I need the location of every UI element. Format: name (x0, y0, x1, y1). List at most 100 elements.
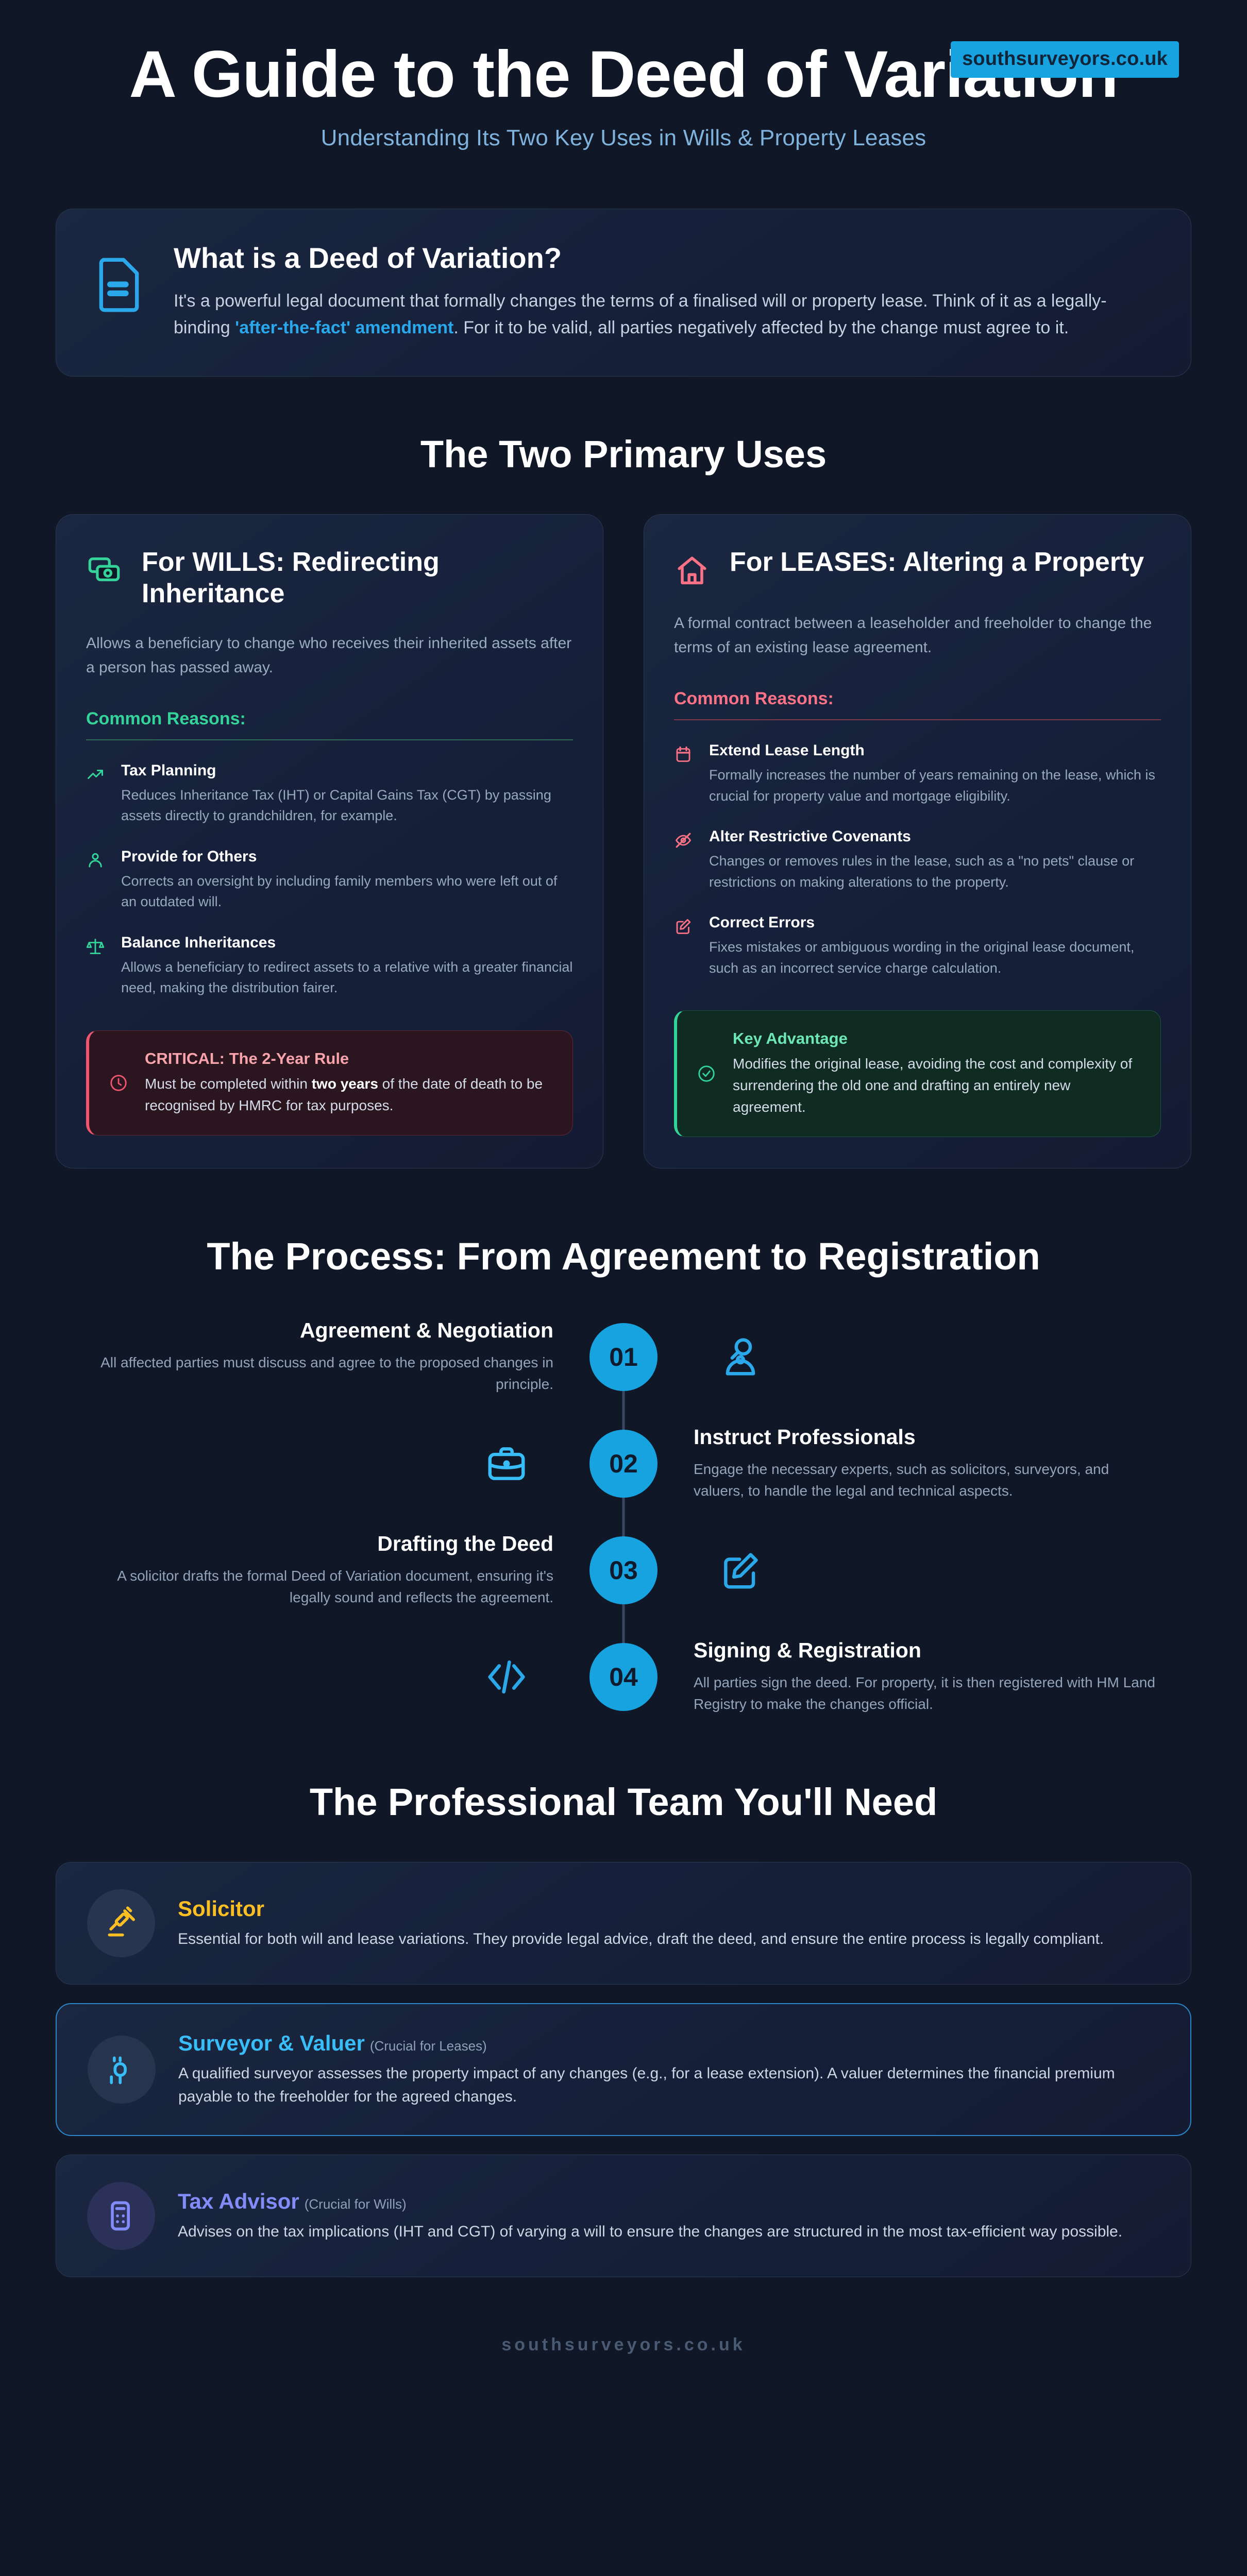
reason-desc: Corrects an oversight by including famil… (121, 873, 558, 910)
scales-icon (86, 934, 107, 998)
two-uses-heading: The Two Primary Uses (420, 433, 827, 476)
leases-reason-2: Alter Restrictive Covenants Changes or r… (674, 828, 1161, 892)
intro-text-2: . For it to be valid, all parties negati… (453, 317, 1069, 337)
wills-reasons-label: Common Reasons: (86, 709, 573, 740)
header: southsurveyors.co.uk A Guide to the Deed… (56, 0, 1191, 151)
home-icon (674, 547, 712, 589)
alert-desc: Modifies the original lease, avoiding th… (733, 1056, 1133, 1115)
reason-title: Provide for Others (121, 848, 257, 865)
process-heading: The Process: From Agreement to Registrat… (207, 1235, 1040, 1278)
leases-title: For LEASES: Altering a Property (730, 547, 1144, 578)
step-text: Drafting the Deed A solicitor drafts the… (56, 1532, 589, 1608)
timeline-connector (622, 1339, 625, 1695)
edit-square-icon (674, 914, 695, 978)
team-card-solicitor: Solicitor Essential for both will and le… (56, 1862, 1191, 1985)
wills-reason-2: Provide for Others Corrects an oversight… (86, 848, 573, 912)
wills-critical-alert: CRITICAL: The 2-Year Rule Must be comple… (86, 1030, 573, 1136)
reason-desc: Changes or removes rules in the lease, s… (709, 853, 1135, 890)
alert-text-1: Must be completed within (145, 1075, 312, 1092)
step-desc: A solicitor drafts the formal Deed of Va… (117, 1568, 553, 1606)
trending-up-icon (86, 762, 107, 826)
team-list: Solicitor Essential for both will and le… (56, 1862, 1191, 2278)
reason-title: Alter Restrictive Covenants (709, 828, 911, 845)
intro-card: What is a Deed of Variation? It's a powe… (56, 209, 1191, 377)
step-desc: All parties sign the deed. For property,… (694, 1674, 1155, 1713)
team-title: Surveyor & Valuer(Crucial for Leases) (178, 2031, 1159, 2056)
reason-desc: Fixes mistakes or ambiguous wording in t… (709, 939, 1135, 976)
timeline-step-3: Drafting the Deed A solicitor drafts the… (56, 1532, 1191, 1608)
footer-text: southsurveyors.co.uk (501, 2335, 746, 2355)
step-number-badge: 01 (589, 1323, 658, 1391)
team-title: Solicitor (178, 1896, 1160, 1921)
reason-title: Balance Inheritances (121, 934, 276, 951)
step-text: Instruct Professionals Engage the necess… (658, 1425, 1191, 1502)
intro-heading: What is a Deed of Variation? (174, 242, 562, 275)
leases-header: For LEASES: Altering a Property (674, 547, 1161, 589)
team-heading: The Professional Team You'll Need (309, 1781, 938, 1824)
edit-square-icon (658, 1548, 1191, 1592)
banknotes-icon (86, 547, 124, 589)
team-note: (Crucial for Leases) (369, 2038, 487, 2054)
team-card-tax-advisor: Tax Advisor (Crucial for Wills) Advises o… (56, 2155, 1191, 2278)
leases-lede: A formal contract between a leaseholder … (674, 615, 1152, 656)
step-title: Drafting the Deed (377, 1532, 553, 1556)
leases-advantage-alert: Key Advantage Modifies the original leas… (674, 1010, 1161, 1138)
reason-desc: Allows a beneficiary to redirect assets … (121, 959, 573, 996)
team-desc: Essential for both will and lease variat… (178, 1930, 1104, 1947)
reason-title: Correct Errors (709, 914, 815, 931)
team-desc: Advises on the tax implications (IHT and… (178, 2223, 1123, 2240)
page-subtitle: Understanding Its Two Key Uses in Wills … (321, 125, 926, 151)
team-title-text: Solicitor (178, 1896, 265, 1921)
wills-reason-3: Balance Inheritances Allows a beneficiar… (86, 934, 573, 998)
alert-desc: Must be completed within two years of th… (145, 1073, 553, 1116)
briefcase-icon (56, 1442, 589, 1486)
calculator-icon (87, 2182, 155, 2250)
intro-text-1: It's a powerful legal document that form… (174, 291, 1107, 337)
team-card-surveyor: Surveyor & Valuer(Crucial for Leases) A … (56, 2003, 1191, 2137)
wills-title: For WILLS: Redirecting Inheritance (142, 547, 440, 608)
step-desc: Engage the necessary experts, such as so… (694, 1461, 1109, 1499)
user-group-icon (86, 848, 107, 912)
team-desc: A qualified surveyor assesses the proper… (178, 2065, 1115, 2106)
code-brackets-icon (56, 1655, 589, 1699)
wills-reason-1: Tax Planning Reduces Inheritance Tax (IH… (86, 762, 573, 826)
two-uses-grid: For WILLS: Redirecting Inheritance Allow… (56, 514, 1191, 1169)
calendar-icon (674, 742, 695, 806)
step-title: Instruct Professionals (694, 1425, 916, 1449)
step-desc: All affected parties must discuss and ag… (100, 1354, 553, 1393)
step-title: Signing & Registration (694, 1638, 921, 1663)
wills-header: For WILLS: Redirecting Inheritance (86, 547, 573, 609)
step-number-badge: 03 (589, 1536, 658, 1604)
gavel-icon (87, 1889, 155, 1958)
user-search-icon (658, 1335, 1191, 1379)
wills-card: For WILLS: Redirecting Inheritance Allow… (56, 514, 603, 1169)
watermark-badge: southsurveyors.co.uk (951, 41, 1179, 78)
reason-desc: Formally increases the number of years r… (709, 767, 1155, 804)
step-number-badge: 04 (589, 1642, 658, 1711)
alert-title: CRITICAL: The 2-Year Rule (145, 1049, 349, 1067)
team-title: Tax Advisor (Crucial for Wills) (178, 2189, 1160, 2214)
surveyor-tripod-icon (88, 2036, 156, 2104)
timeline-step-4: 04 Signing & Registration All parties si… (56, 1638, 1191, 1715)
check-circle-icon (697, 1064, 717, 1083)
clock-icon (109, 1073, 129, 1093)
team-note: (Crucial for Wills) (304, 2196, 407, 2212)
leases-reason-3: Correct Errors Fixes mistakes or ambiguo… (674, 914, 1161, 978)
team-title-text: Tax Advisor (178, 2189, 299, 2213)
intro-highlight: 'after-the-fact' amendment (235, 317, 454, 337)
reason-title: Extend Lease Length (709, 742, 865, 759)
reason-title: Tax Planning (121, 761, 216, 779)
reason-desc: Reduces Inheritance Tax (IHT) or Capital… (121, 787, 551, 824)
alert-text-2: of the date of death to be recognised by… (145, 1075, 543, 1113)
leases-card: For LEASES: Altering a Property A formal… (644, 514, 1191, 1169)
step-number-badge: 02 (589, 1429, 658, 1498)
wills-lede: Allows a beneficiary to change who recei… (86, 635, 572, 676)
leases-reasons-label: Common Reasons: (674, 689, 1161, 721)
timeline-step-1: Agreement & Negotiation All affected par… (56, 1318, 1191, 1395)
intro-paragraph: It's a powerful legal document that form… (174, 288, 1155, 341)
step-title: Agreement & Negotiation (299, 1318, 553, 1343)
step-text: Signing & Registration All parties sign … (658, 1638, 1191, 1715)
alert-bold: two years (311, 1075, 378, 1092)
step-text: Agreement & Negotiation All affected par… (56, 1318, 589, 1395)
